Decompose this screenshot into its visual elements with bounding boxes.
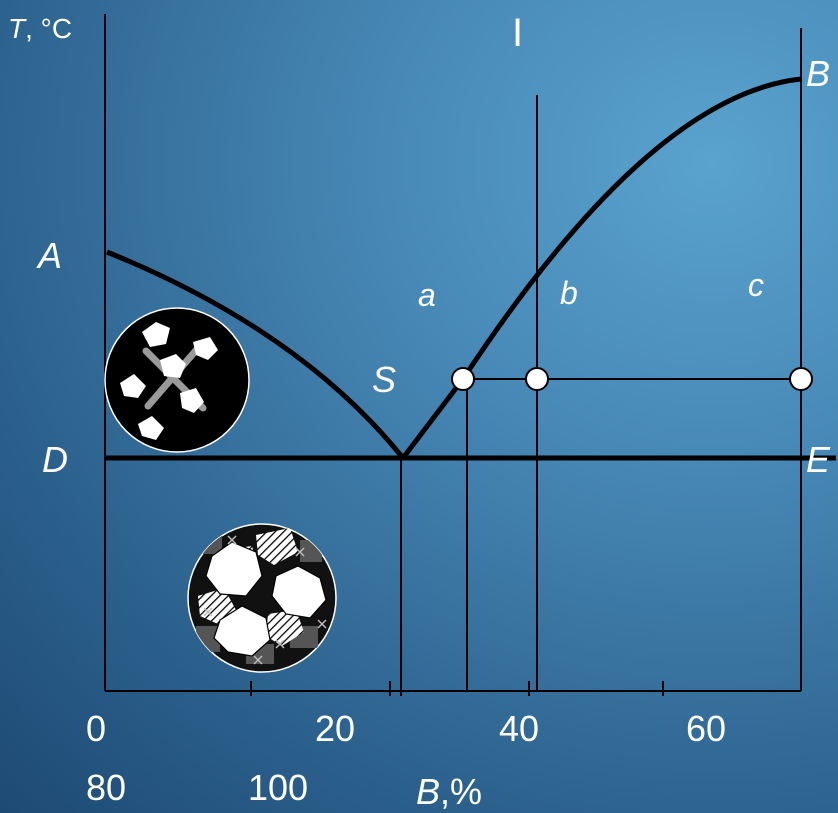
marker-liquidus-point	[451, 367, 475, 391]
x-tick-labels-row1: 0 20 40 60	[86, 708, 726, 749]
microstructure-solid-eutectic	[187, 523, 337, 673]
axis-b-label: B,%	[416, 771, 482, 812]
roman-one-label: I	[512, 11, 523, 55]
region-c-label: c	[748, 267, 764, 303]
marker-b-point	[789, 367, 813, 391]
x-tick-label: 0	[86, 708, 106, 749]
point-a-label: A	[36, 235, 62, 276]
region-b-label: b	[560, 275, 578, 311]
marker-alloy-point	[525, 367, 549, 391]
point-d-label: D	[42, 439, 68, 480]
microstructure-liquid-crystals	[104, 307, 250, 453]
point-b-label: B	[806, 53, 830, 94]
liquidus-curve-sb	[401, 76, 802, 460]
x-tick-label: 40	[499, 708, 539, 749]
x-tick-label: 80	[86, 767, 126, 808]
point-e-label: E	[806, 439, 831, 480]
region-a-label: a	[418, 277, 436, 313]
x-axis-ticks	[250, 681, 664, 696]
point-s-label: S	[372, 359, 396, 400]
x-tick-labels-row2: 80 100	[86, 767, 308, 808]
x-tick-label: 60	[686, 708, 726, 749]
x-tick-label: 100	[248, 767, 308, 808]
axis-t-label: T, °C	[8, 13, 72, 44]
liquidus-curve-as	[106, 249, 405, 460]
x-tick-label: 20	[315, 708, 355, 749]
